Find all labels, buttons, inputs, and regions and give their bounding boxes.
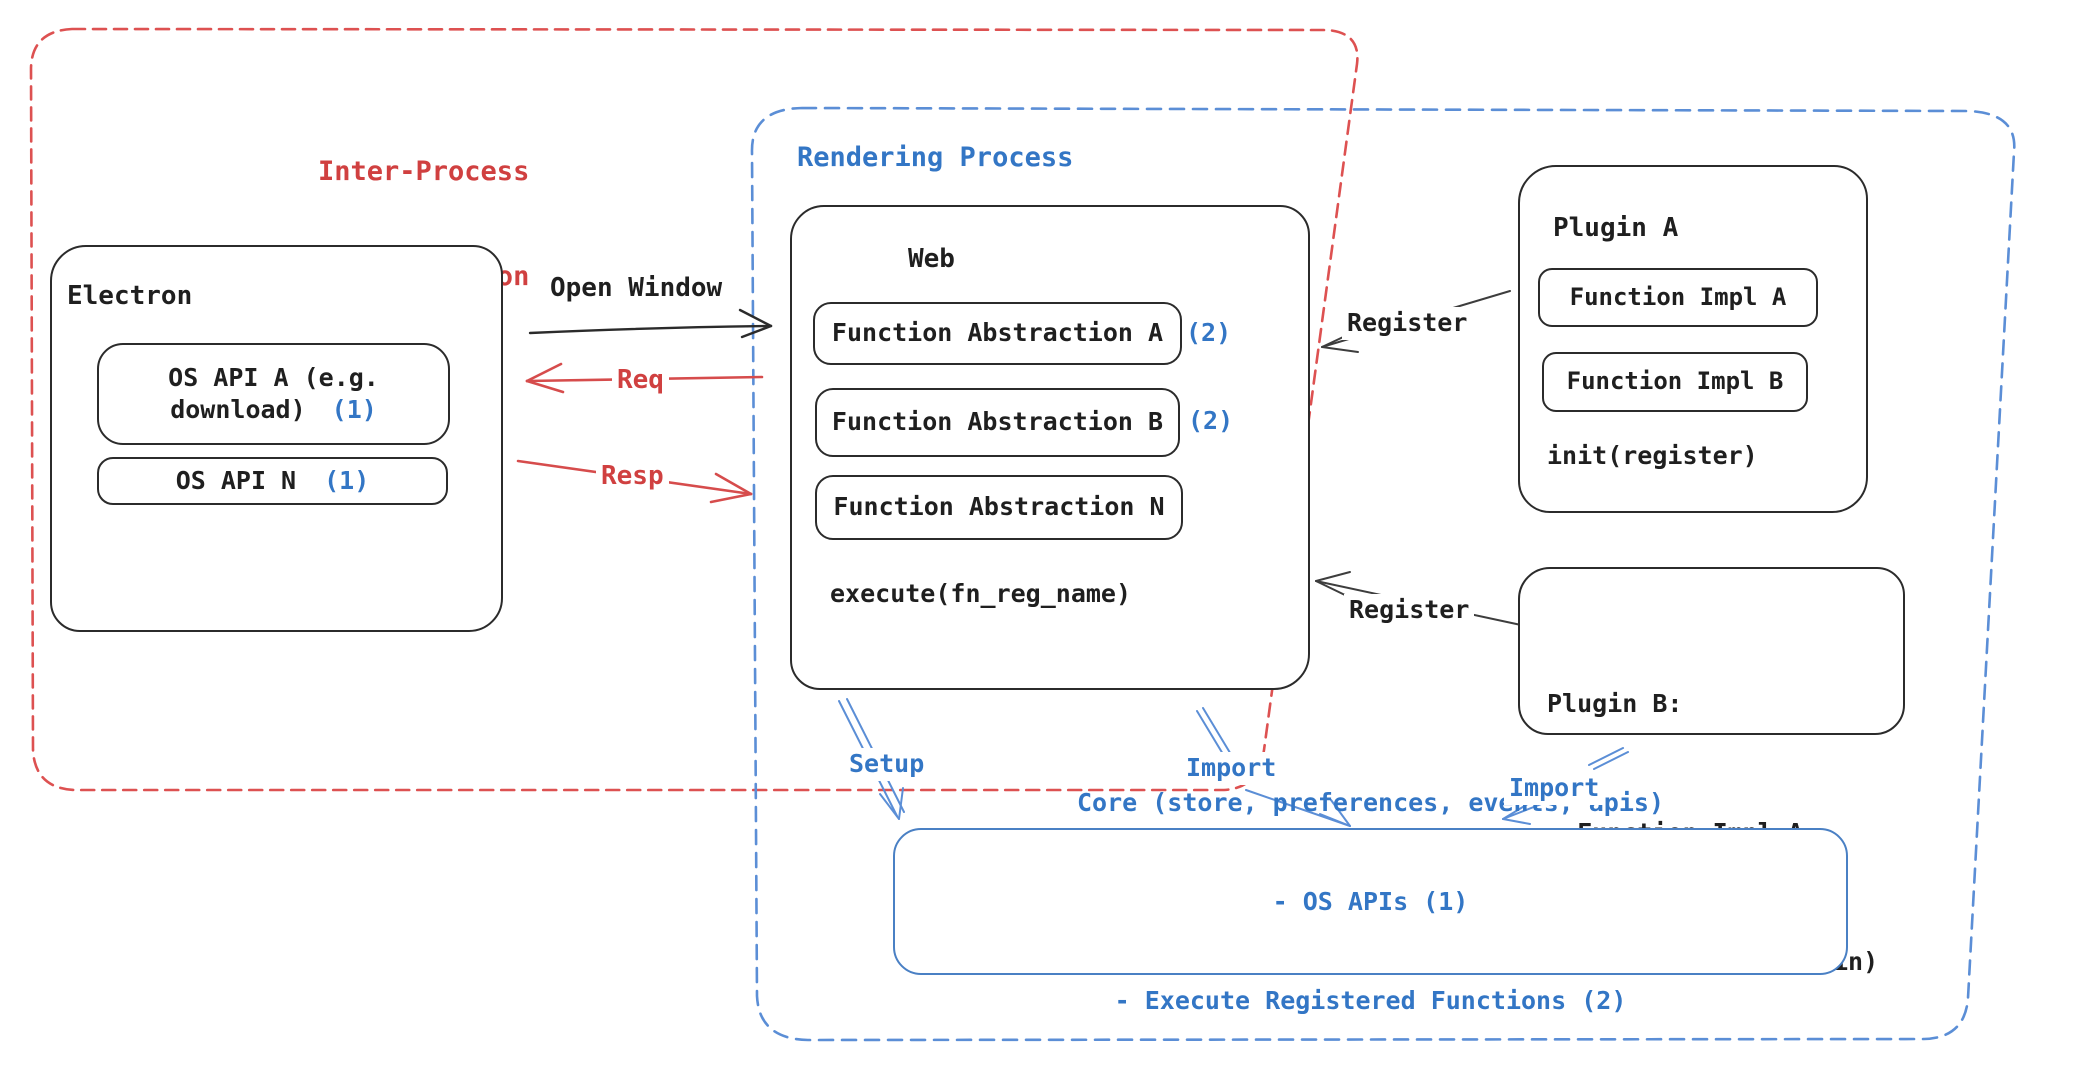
core-line3: - Execute Registered Functions (2) — [1114, 986, 1627, 1015]
function-abstraction-a-label: Function Abstraction A — [831, 318, 1164, 348]
function-abstraction-b-box: Function Abstraction B — [815, 388, 1180, 457]
import-plugin-label: Import — [1504, 772, 1605, 805]
os-api-a-badge: (1) — [331, 395, 377, 424]
os-api-n-box: OS API N (1) — [97, 457, 448, 505]
register-a-label: Register — [1342, 307, 1473, 340]
register-b-label: Register — [1344, 594, 1475, 627]
electron-title: Electron — [67, 281, 193, 311]
rendering-region-border — [750, 106, 2016, 1042]
os-api-a-line2: download) — [170, 395, 306, 424]
ipc-region-label-line1: Inter-Process — [318, 156, 530, 188]
core-text: Core (store, preferences, events, apis) … — [1077, 720, 1664, 1066]
open-window-label: Open Window — [550, 273, 723, 303]
rendering-region-label: Rendering Process — [797, 142, 1074, 173]
function-impl-a-box: Function Impl A — [1538, 268, 1818, 327]
function-impl-b-label: Function Impl B — [1566, 367, 1784, 396]
os-api-n-badge: (1) — [324, 465, 370, 495]
function-abstraction-a-box: Function Abstraction A — [813, 302, 1182, 365]
core-line2: - OS APIs (1) — [1272, 887, 1469, 916]
execute-label: execute(fn_reg_name) — [830, 579, 1132, 608]
os-api-n-label: OS API N — [175, 465, 297, 495]
import-web-label: Import — [1181, 752, 1282, 785]
import-plugin-arrow — [1502, 747, 1629, 825]
function-abstraction-b-badge: (2) — [1188, 406, 1234, 435]
core-box: Core (store, preferences, events, apis) … — [893, 788, 1848, 1015]
init-register-label: init(register) — [1547, 441, 1758, 470]
function-abstraction-b-label: Function Abstraction B — [831, 407, 1164, 437]
os-api-a-box: OS API A (e.g. download) (1) — [97, 343, 450, 445]
plugin-b-title: Plugin B: — [1547, 689, 1683, 718]
plugin-b-box — [1518, 567, 1905, 735]
setup-label: Setup — [844, 748, 930, 781]
plugin-a-box — [1518, 165, 1868, 513]
function-abstraction-n-label: Function Abstraction N — [833, 492, 1165, 522]
function-impl-a-label: Function Impl A — [1569, 282, 1787, 311]
function-impl-b-box: Function Impl B — [1542, 352, 1808, 412]
resp-label: Resp — [596, 460, 669, 494]
plugin-a-title: Plugin A — [1553, 213, 1679, 243]
web-title: Web — [908, 244, 955, 274]
function-abstraction-n-box: Function Abstraction N — [815, 475, 1183, 540]
open-window-arrow — [528, 308, 773, 339]
req-label: Req — [612, 364, 669, 398]
function-abstraction-a-badge: (2) — [1186, 318, 1232, 347]
ipc-region-border — [29, 27, 1359, 792]
os-api-a-line1: OS API A (e.g. — [168, 362, 379, 392]
